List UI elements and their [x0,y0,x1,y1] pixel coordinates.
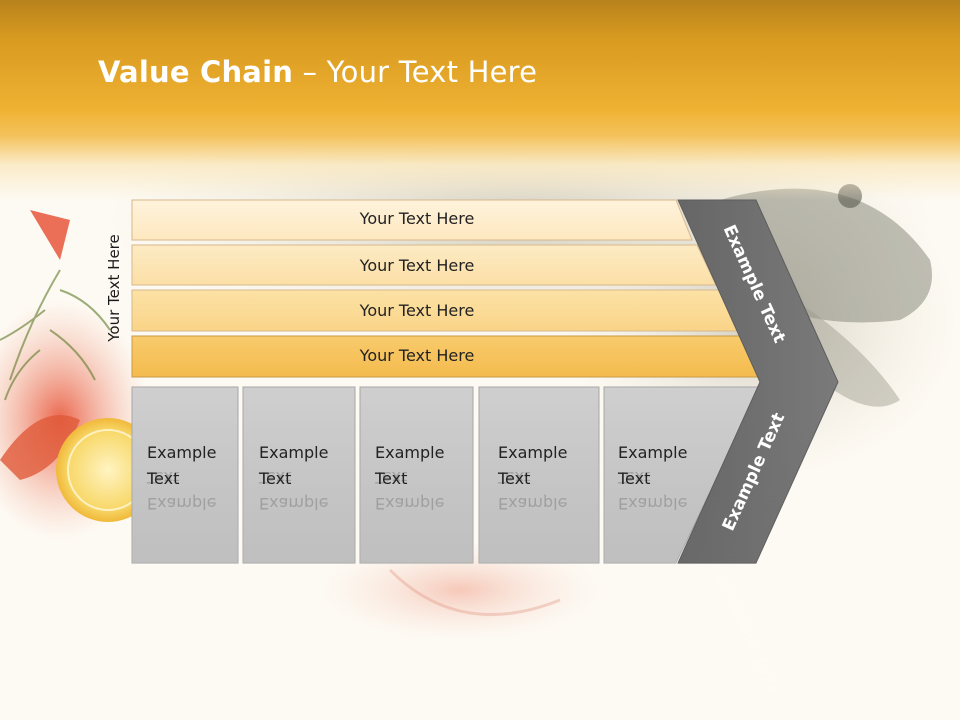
column-5-line1: Example [618,443,688,462]
column-1-line2: Text [147,469,180,488]
title-rest: – Your Text Here [293,55,538,89]
bar-1 [131,199,693,241]
page-title: Value Chain – Your Text Here [98,55,537,89]
column-4-line1: Example [498,443,568,462]
column-1-line1: Example [147,443,217,462]
column-2-line2: Text [259,469,292,488]
reflection-shapes [132,424,820,564]
title-bold: Value Chain [98,55,294,89]
bar-1-label: Your Text Here [359,209,475,228]
bar-2-label: Your Text Here [359,256,475,275]
header-band [0,0,960,200]
column-2-line1: Example [259,443,329,462]
column-5-line2: Text [618,469,651,488]
bar-4-label: Your Text Here [359,346,475,365]
column-3-line1: Example [375,443,445,462]
bar-3-label: Your Text Here [359,301,475,320]
column-4-line2: Text [498,469,531,488]
column-3-line2: Text [375,469,408,488]
